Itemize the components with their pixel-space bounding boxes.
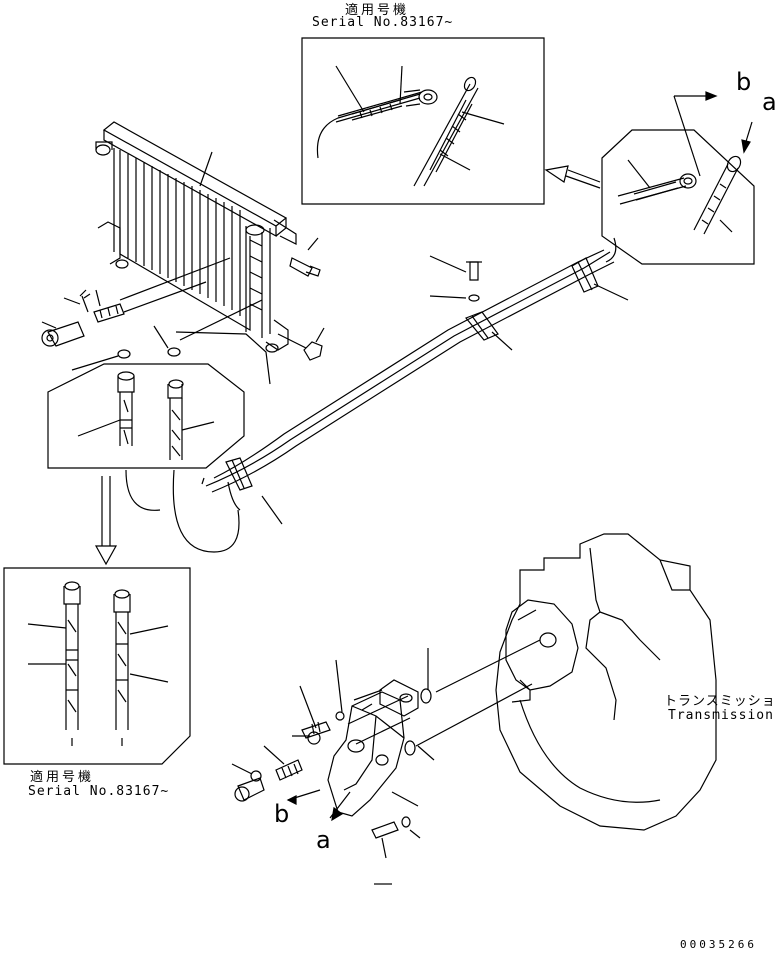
callout-b-bottom: b [274, 800, 290, 828]
callout-b-top: b [736, 68, 752, 96]
bottom-serial-label: Serial No.83167~ [28, 784, 170, 799]
hose-inset-left [48, 364, 244, 552]
arrow-to-inset [546, 166, 600, 188]
transmission-housing [416, 534, 716, 830]
radiator-outlet-fittings [42, 258, 230, 346]
top-serial-label: Serial No.83167~ [312, 15, 454, 30]
o-rings-radiator [72, 300, 270, 384]
cooler-tubes [202, 250, 628, 524]
callout-a-bottom: a [316, 826, 331, 854]
arrow-down [96, 476, 116, 564]
radiator [96, 122, 296, 352]
transmission-jp-label: トランスミッション [664, 694, 776, 709]
bottom-applicable-label: 適用号機 [30, 770, 95, 785]
radiator-fasteners [278, 238, 324, 360]
callout-a-top: a [762, 88, 776, 116]
part-number: 00035266 [680, 938, 757, 951]
transmission-en-label: Transmission [668, 708, 774, 723]
hose-inset-right [602, 92, 754, 264]
serial-inset-top [302, 38, 544, 204]
filter-assembly [232, 648, 434, 884]
serial-inset-bottom [4, 568, 190, 764]
top-applicable-label: 適用号機 [345, 3, 410, 18]
